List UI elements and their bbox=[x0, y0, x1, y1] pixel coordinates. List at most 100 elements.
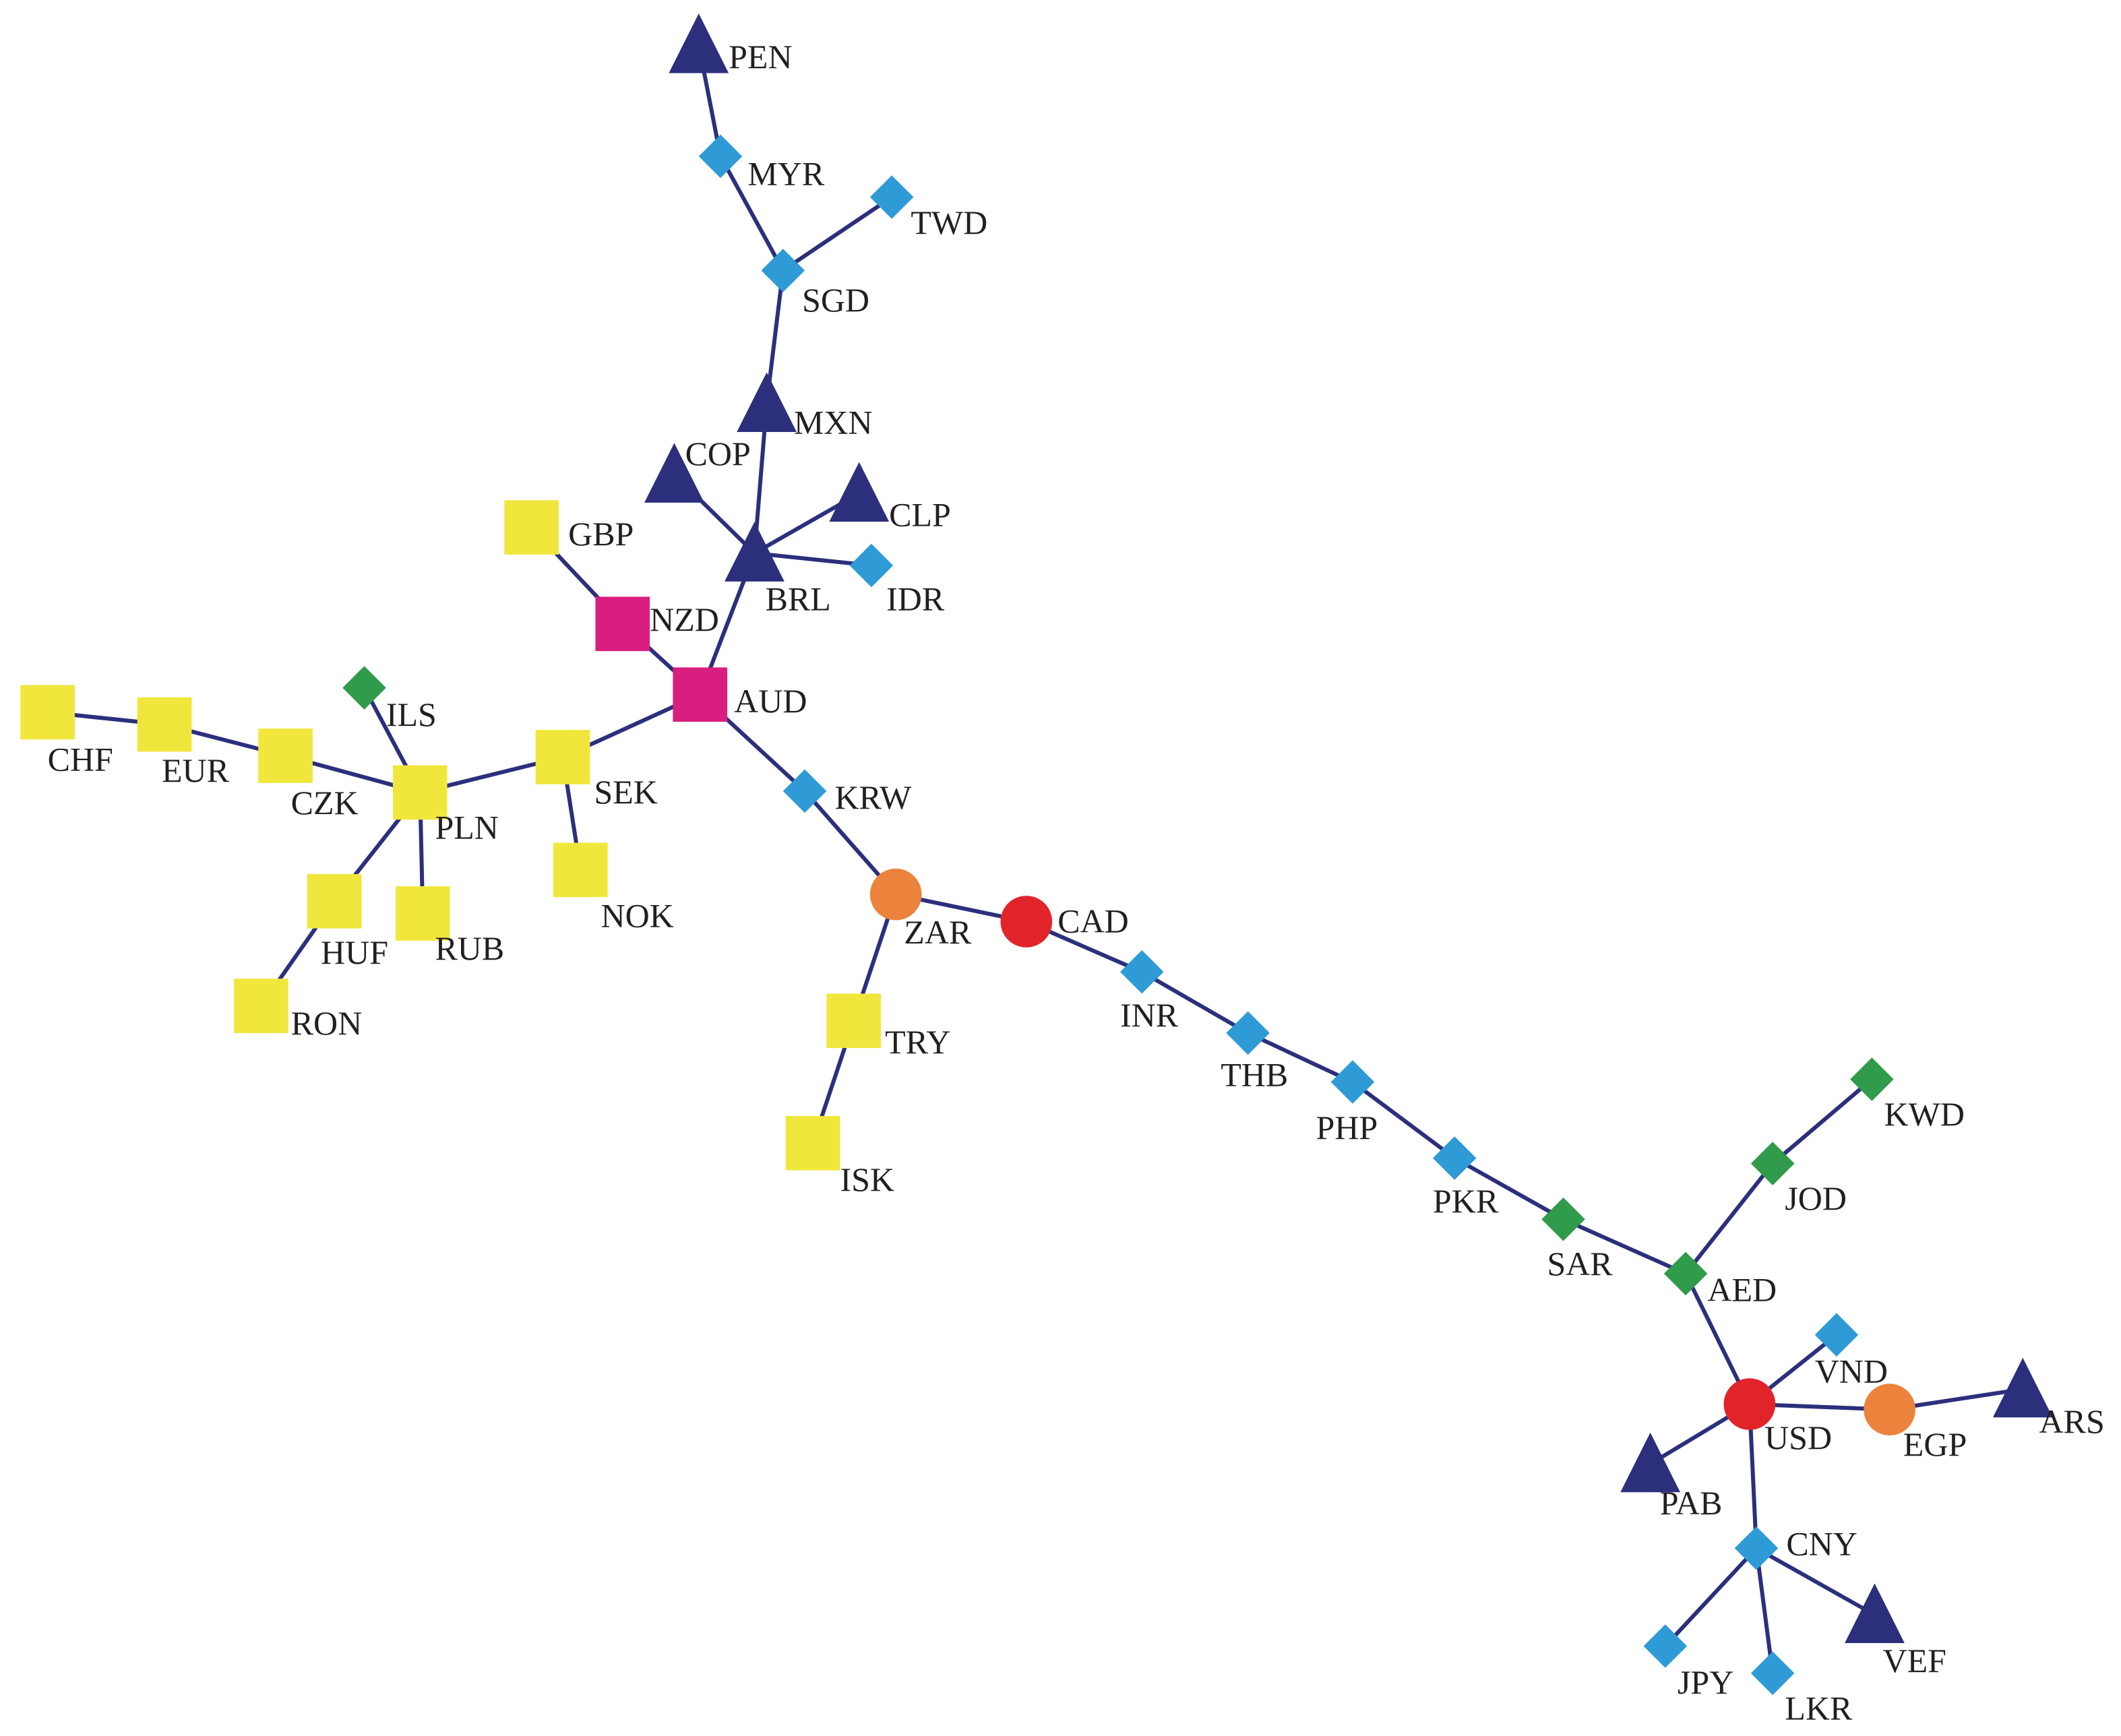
node-nzd bbox=[595, 596, 650, 652]
node-label-egp: EGP bbox=[1903, 1425, 1967, 1463]
node-label-chf: CHF bbox=[48, 741, 113, 778]
node-pen bbox=[669, 13, 729, 73]
node-label-aud: AUD bbox=[734, 682, 807, 720]
node-php bbox=[1330, 1060, 1375, 1104]
node-label-ron: RON bbox=[291, 1004, 363, 1042]
node-brl bbox=[725, 522, 785, 582]
node-label-brl: BRL bbox=[766, 580, 831, 618]
edge-myr-sgd bbox=[718, 154, 785, 273]
node-label-nok: NOK bbox=[601, 897, 674, 935]
node-label-jpy: JPY bbox=[1678, 1663, 1733, 1701]
node-label-pab: PAB bbox=[1660, 1484, 1723, 1522]
node-label-vnd: VND bbox=[1815, 1352, 1888, 1390]
node-thb bbox=[1226, 1011, 1270, 1055]
node-jod bbox=[1750, 1142, 1795, 1185]
node-label-ils: ILS bbox=[386, 695, 437, 733]
node-label-pkr: PKR bbox=[1433, 1182, 1499, 1220]
node-label-huf: HUF bbox=[321, 933, 388, 971]
node-sgd bbox=[761, 249, 805, 292]
node-czk bbox=[258, 728, 313, 783]
node-label-krw: KRW bbox=[834, 778, 912, 816]
node-label-pln: PLN bbox=[435, 808, 498, 846]
node-cop bbox=[644, 443, 704, 503]
edge-cny-vef bbox=[1754, 1546, 1877, 1617]
edge-php-pkr bbox=[1350, 1080, 1457, 1160]
node-label-sgd: SGD bbox=[802, 281, 869, 319]
node-huf bbox=[307, 873, 362, 929]
node-label-rub: RUB bbox=[435, 929, 504, 967]
node-label-kwd: KWD bbox=[1884, 1095, 1965, 1133]
node-pln bbox=[392, 765, 448, 820]
node-pab bbox=[1620, 1432, 1681, 1493]
edge-twd-sgd bbox=[780, 195, 894, 273]
node-aud bbox=[673, 667, 728, 722]
node-myr bbox=[698, 134, 743, 179]
edges-layer bbox=[45, 42, 2025, 1675]
node-label-aed: AED bbox=[1707, 1270, 1777, 1308]
node-label-isk: ISK bbox=[840, 1160, 895, 1198]
node-label-cop: COP bbox=[685, 435, 751, 472]
node-usd bbox=[1723, 1378, 1776, 1430]
node-krw bbox=[782, 769, 827, 813]
edge-jod-kwd bbox=[1771, 1077, 1874, 1166]
edge-pkr-sar bbox=[1452, 1156, 1566, 1222]
node-ils bbox=[342, 666, 386, 710]
node-label-idr: IDR bbox=[886, 580, 945, 618]
node-aed bbox=[1663, 1251, 1708, 1296]
node-label-try: TRY bbox=[885, 1023, 950, 1061]
node-label-eur: EUR bbox=[162, 751, 230, 789]
node-cny bbox=[1734, 1526, 1779, 1570]
node-label-cad: CAD bbox=[1057, 902, 1129, 940]
node-idr bbox=[849, 543, 894, 588]
node-label-sar: SAR bbox=[1547, 1245, 1613, 1282]
node-vnd bbox=[1814, 1313, 1859, 1357]
edge-aed-jod bbox=[1684, 1161, 1775, 1276]
node-label-vef: VEF bbox=[1883, 1642, 1946, 1679]
node-label-php: PHP bbox=[1316, 1109, 1378, 1146]
node-label-twd: TWD bbox=[911, 204, 987, 241]
node-jpy bbox=[1643, 1624, 1688, 1668]
node-nok bbox=[553, 842, 608, 898]
node-label-zar: ZAR bbox=[904, 913, 972, 951]
node-cad bbox=[1000, 896, 1053, 948]
nodes-layer bbox=[20, 13, 2053, 1696]
node-label-sek: SEK bbox=[594, 773, 657, 811]
node-label-pen: PEN bbox=[729, 38, 792, 75]
node-label-lkr: LKR bbox=[1785, 1690, 1853, 1727]
node-kwd bbox=[1850, 1057, 1894, 1101]
node-label-jod: JOD bbox=[1785, 1179, 1847, 1217]
node-label-mxn: MXN bbox=[794, 403, 873, 441]
node-label-czk: CZK bbox=[291, 784, 359, 822]
node-label-gbp: GBP bbox=[568, 515, 634, 553]
edge-thb-php bbox=[1246, 1030, 1355, 1084]
node-gbp bbox=[504, 500, 559, 555]
edge-sar-aed bbox=[1561, 1217, 1688, 1276]
node-sar bbox=[1541, 1197, 1585, 1241]
node-label-myr: MYR bbox=[747, 154, 825, 192]
node-label-ars: ARS bbox=[2039, 1402, 2105, 1440]
node-sek bbox=[535, 730, 590, 784]
node-vef bbox=[1845, 1583, 1905, 1644]
node-inr bbox=[1120, 950, 1164, 994]
node-rub bbox=[395, 886, 450, 941]
node-ron bbox=[233, 979, 288, 1033]
node-label-clp: CLP bbox=[889, 496, 951, 534]
node-isk bbox=[785, 1115, 840, 1171]
edge-cny-lkr bbox=[1754, 1546, 1775, 1675]
node-zar bbox=[869, 868, 922, 921]
node-lkr bbox=[1750, 1651, 1795, 1696]
node-label-inr: INR bbox=[1120, 996, 1179, 1034]
edge-cny-jpy bbox=[1663, 1546, 1758, 1648]
node-label-usd: USD bbox=[1764, 1419, 1832, 1456]
node-eur bbox=[137, 697, 192, 752]
node-twd bbox=[869, 175, 914, 219]
node-chf bbox=[20, 685, 75, 740]
labels-layer: PEN MYR TWD SGD MXN COP CLP BRL IDR GBP NZD AUD CHF E… bbox=[48, 38, 2105, 1727]
node-ars bbox=[1992, 1357, 2053, 1418]
edge-inr-thb bbox=[1140, 970, 1250, 1035]
node-try bbox=[826, 993, 882, 1049]
node-mxn bbox=[737, 372, 797, 432]
node-label-thb: THB bbox=[1221, 1056, 1288, 1094]
node-label-nzd: NZD bbox=[650, 600, 719, 638]
